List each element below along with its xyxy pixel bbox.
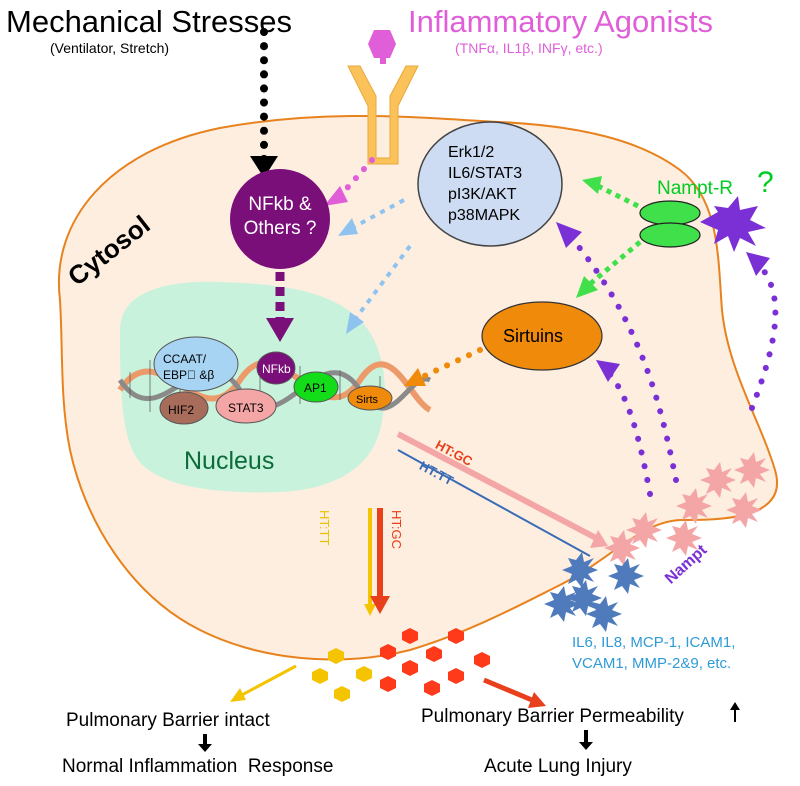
kinase-node	[417, 121, 563, 247]
label-normal-inflammation: Normal Inflammation Response	[62, 756, 334, 777]
sirtuins-node	[481, 301, 603, 371]
label-nampt-r: Nampt-R	[657, 178, 734, 199]
nfkb-others-node	[230, 169, 330, 269]
label-ht-tt-vertical: HT:TT	[317, 510, 332, 546]
agonist-receptor	[347, 30, 419, 165]
label-cytokines: IL6, IL8, MCP-1, ICAM1, VCAM1, MMP-2&9, …	[572, 634, 736, 672]
label-nfkb-others: NFkb & Others ?	[243, 194, 317, 239]
subtitle-mechanical-stresses: (Ventilator, Stretch)	[50, 40, 170, 56]
tf-ccaat-node	[153, 336, 239, 392]
label-nucleus: Nucleus	[184, 447, 275, 475]
tf-stat3-node	[215, 388, 277, 424]
label-tf-ccaat: CCAAT/ EBP  &β	[163, 352, 215, 382]
tf-hif2-node	[159, 391, 209, 425]
label-barrier-permeability: Pulmonary Barrier Permeability	[421, 706, 684, 727]
tf-ap1-node	[293, 371, 339, 403]
nucleus-region	[120, 281, 385, 493]
nampt-r-node-top	[639, 200, 701, 226]
label-tf-sirts: Sirts	[356, 394, 378, 406]
label-tf-stat3: STAT3	[228, 401, 264, 415]
label-sirtuins: Sirtuins	[503, 326, 564, 346]
subtitle-inflammatory-agonists: (TNFα, IL1β, INFγ, etc.)	[455, 40, 603, 56]
cytokine-hexagons	[312, 628, 490, 702]
label-kinases: Erk1/2 IL6/STAT3 pI3K/AKT p38MAPK	[448, 144, 523, 224]
nampt-r-node-bottom	[639, 222, 701, 248]
nampt-r-ligand	[700, 196, 766, 252]
tf-sirts-node	[347, 385, 393, 411]
tf-nfkb-node	[256, 351, 296, 385]
title-mechanical-stresses: Mechanical Stresses	[6, 4, 293, 39]
label-barrier-intact: Pulmonary Barrier intact	[66, 710, 270, 731]
label-tf-hif2: HIF2	[168, 403, 195, 417]
agonist-arrow	[337, 157, 375, 199]
nampt-pink-stars	[604, 452, 770, 566]
label-acute-lung-injury: Acute Lung Injury	[484, 756, 632, 777]
label-ht-gc-vertical: HT:GC	[389, 510, 404, 549]
label-nampt-r-question: ?	[757, 166, 774, 199]
nampt-blue-stars	[544, 552, 644, 632]
label-tf-ap1: AP1	[304, 381, 327, 395]
label-tf-nfkb: NFkb	[262, 362, 291, 376]
title-inflammatory-agonists: Inflammatory Agonists	[408, 4, 713, 39]
